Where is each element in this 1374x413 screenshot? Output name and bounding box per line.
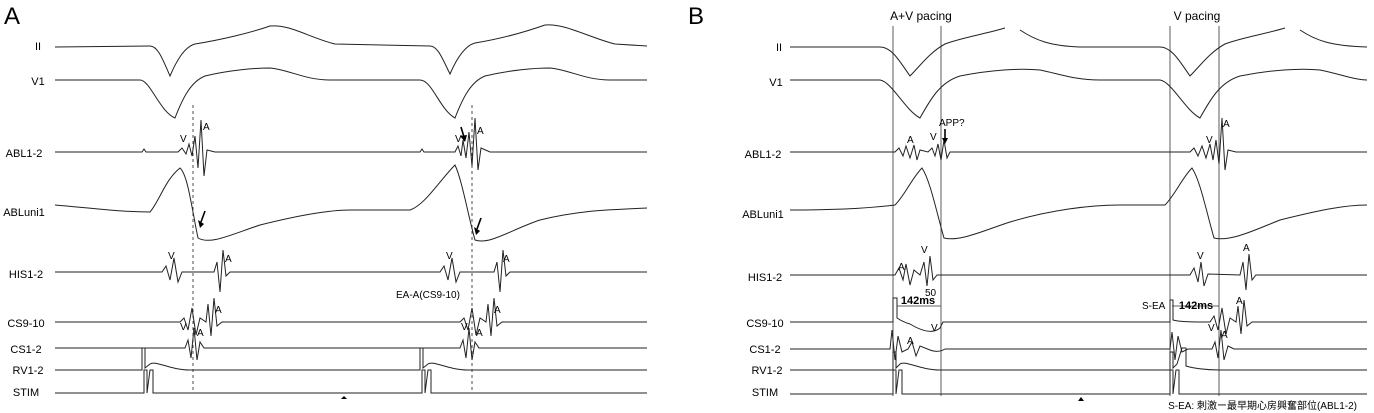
lead-label-his12: HIS1-2 xyxy=(748,272,782,284)
trace-rv12 xyxy=(55,347,647,371)
ea-a-label: EA-A(CS9-10) xyxy=(396,290,460,301)
trace-v1 xyxy=(790,68,1368,119)
his-a-mark-2: A xyxy=(503,254,510,265)
his-a-mark-2: A xyxy=(1243,243,1250,254)
abl-v-mark-2: V xyxy=(1206,135,1213,146)
footnote: S-EA: 刺激ー最早期心房興奮部位(ABL1-2) xyxy=(1168,399,1357,412)
cs-v-mark-1: V xyxy=(180,322,187,333)
lead-label-rv12: RV1-2 xyxy=(752,365,783,377)
trace-his12 xyxy=(790,253,1367,291)
interval-label-left: 142ms xyxy=(901,295,935,307)
header-v-pacing: V pacing xyxy=(1174,9,1221,23)
cs-a-mark-1: A xyxy=(907,336,914,347)
lead-label-stim: STIM xyxy=(13,387,39,399)
sea-label: S-EA xyxy=(1142,301,1166,312)
cs-a-mark-4: A xyxy=(494,305,501,316)
panel-b: B A+V pacing V pacing II V1 ABL1-2 ABLun… xyxy=(688,3,1368,412)
lead-label-abl12: ABL1-2 xyxy=(6,148,43,160)
trace-cs910 xyxy=(55,297,647,337)
abl-a-mark-1: A xyxy=(203,122,210,133)
trace-stim xyxy=(55,369,647,394)
abl-v-mark-2: V xyxy=(455,134,462,145)
panel-b-letter: B xyxy=(688,3,704,30)
trace-cs910 xyxy=(790,297,1367,335)
lead-label-rv12: RV1-2 xyxy=(13,365,44,377)
his-v-mark-1: V xyxy=(168,251,175,262)
trace-his12 xyxy=(55,249,647,293)
lead-label-ii: II xyxy=(776,42,782,54)
his-v-mark-2: V xyxy=(1197,251,1204,262)
lead-label-cs910: CS9-10 xyxy=(7,318,44,330)
arrow-icon xyxy=(474,217,482,235)
his-a-mark-1: A xyxy=(225,254,232,265)
trace-rv12 xyxy=(790,347,1367,371)
trace-stim xyxy=(790,369,1367,395)
trace-ii xyxy=(54,24,648,78)
cs-v-mark-2: V xyxy=(1208,323,1215,334)
app-label: APP? xyxy=(939,118,965,129)
abl-a-mark-2: A xyxy=(1223,119,1230,130)
lead-label-cs12: CS1-2 xyxy=(749,344,780,356)
abl-v-mark-1: V xyxy=(180,134,187,145)
arrow-icon xyxy=(942,129,948,144)
trace-ii xyxy=(790,27,1368,77)
his-a-mark-1: A xyxy=(898,262,905,273)
lead-label-ii: II xyxy=(35,41,41,53)
lead-label-v1: V1 xyxy=(31,76,44,88)
trace-abl12 xyxy=(55,117,647,177)
header-av-pacing: A+V pacing xyxy=(890,9,952,23)
trace-cs12 xyxy=(55,327,647,361)
lead-label-abluni1: ABLuni1 xyxy=(742,209,784,221)
cs-a-mark-1: A xyxy=(197,328,204,339)
cs-a-mark-3: A xyxy=(476,328,483,339)
abl-a-mark-1: A xyxy=(907,135,914,146)
trace-abluni1 xyxy=(54,164,648,242)
cs-a-mark-3: A xyxy=(1236,296,1243,307)
lead-label-his12: HIS1-2 xyxy=(9,269,43,281)
abl-a-mark-2: A xyxy=(477,126,484,137)
cs-v-mark-1: V xyxy=(931,323,938,334)
panel-a: A II V1 ABL1-2 ABLuni1 HIS1-2 CS9-10 CS1… xyxy=(3,3,648,399)
lead-label-abl12: ABL1-2 xyxy=(745,149,782,161)
cs-a-mark-2: A xyxy=(215,305,222,316)
abl-v-mark-1: V xyxy=(930,132,937,143)
trace-abl12 xyxy=(790,117,1367,171)
lead-label-stim: STIM xyxy=(752,387,778,399)
lead-label-cs910: CS9-10 xyxy=(746,318,783,330)
trace-cs12 xyxy=(790,329,1367,361)
his-v-mark-2: V xyxy=(446,251,453,262)
his-v-mark-1: V xyxy=(921,245,928,256)
panel-a-letter: A xyxy=(4,3,20,30)
trace-v1 xyxy=(55,67,647,119)
arrow-icon xyxy=(460,126,467,142)
cs-a-mark-2: A xyxy=(1221,330,1228,341)
arrow-icon xyxy=(198,210,206,228)
his-number-50: 50 xyxy=(925,288,937,299)
lead-label-v1: V1 xyxy=(769,77,782,89)
stim-marker-icon xyxy=(1078,397,1084,401)
lead-label-cs12: CS1-2 xyxy=(10,344,41,356)
lead-label-abluni1: ABLuni1 xyxy=(3,207,45,219)
trace-abluni1 xyxy=(789,167,1368,240)
interval-label-right: 142ms xyxy=(1179,300,1213,312)
stim-marker-icon xyxy=(341,396,347,399)
cs-v-mark-2: V xyxy=(461,322,468,333)
